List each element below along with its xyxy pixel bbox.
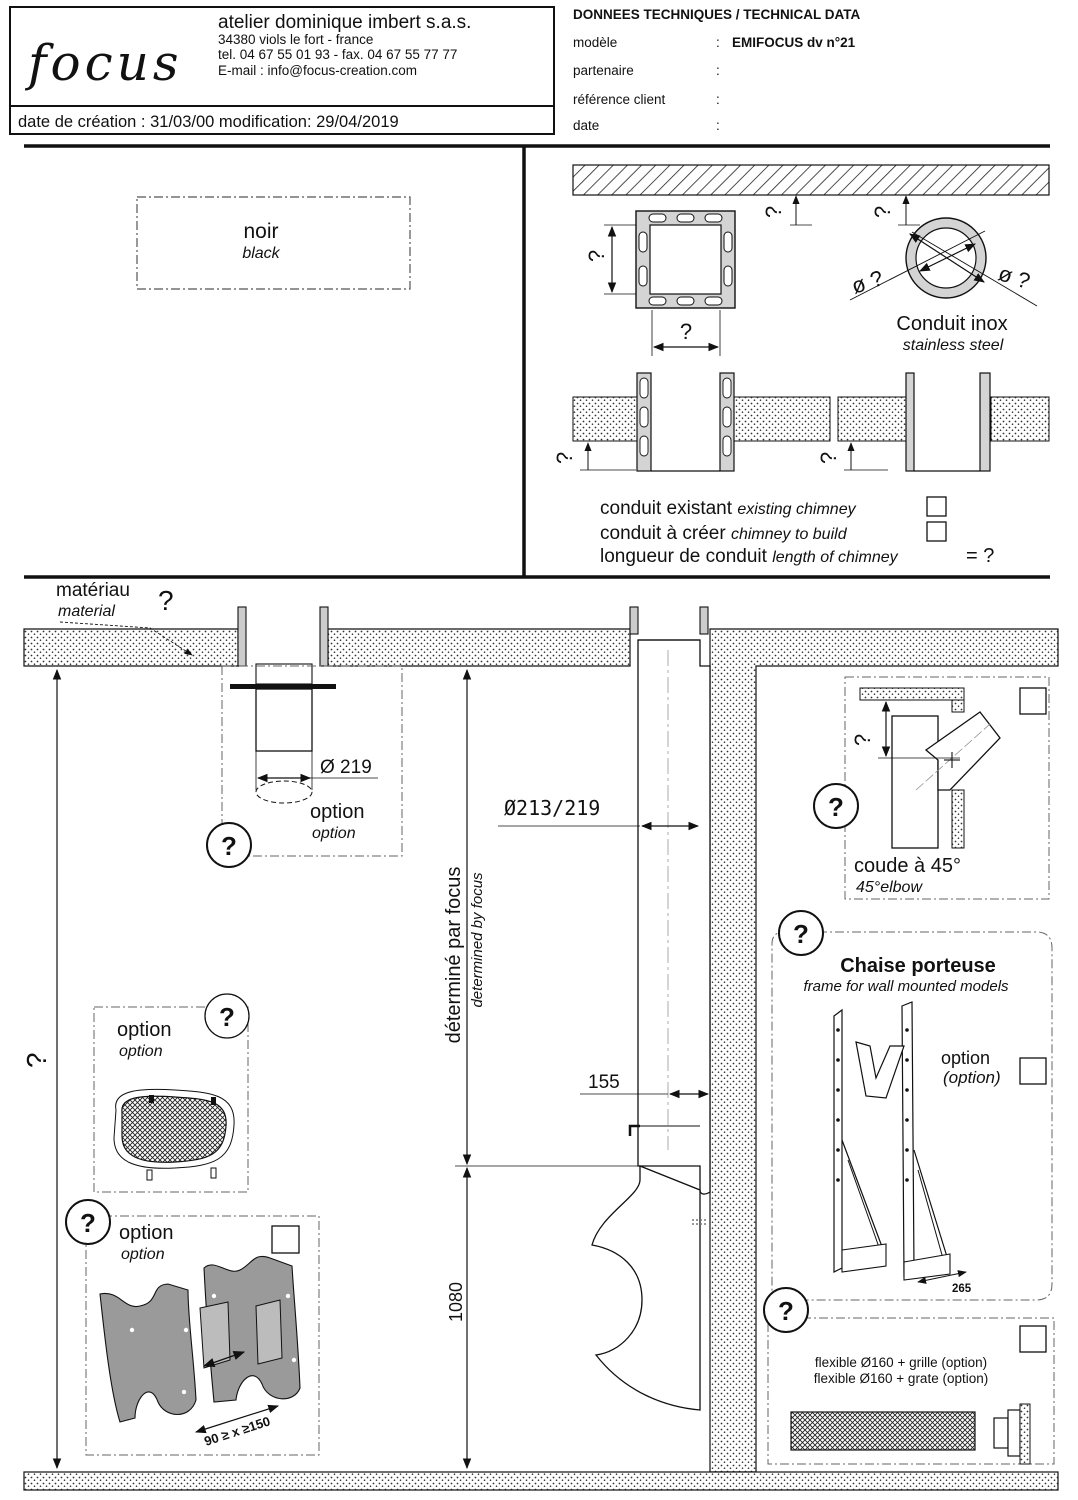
determined-label-en: determined by focus [469, 872, 486, 1008]
technical-title: DONNEES TECHNIQUES / TECHNICAL DATA [573, 7, 861, 22]
pipe-diameter: Ø213/219 [504, 796, 600, 820]
question-marker[interactable]: ? [206, 822, 252, 868]
tech-colon: : [716, 35, 720, 50]
roof-crossing: ? ? [552, 372, 1050, 472]
svg-text:?: ? [828, 792, 844, 822]
round-label: Conduit inox [896, 313, 1007, 335]
svg-text:option: option [119, 1043, 163, 1060]
material-label: matériau [56, 580, 130, 601]
diameter-219: Ø 219 [320, 757, 372, 778]
square-duct: ? ? [584, 210, 736, 356]
tech-label-partner: partenaire [573, 63, 634, 78]
dim-155: 155 [588, 1072, 620, 1093]
svg-text:?: ? [584, 250, 609, 262]
svg-text:?: ? [761, 206, 786, 218]
svg-text:?: ? [552, 452, 577, 464]
svg-text:conduit à créer chimney to bui: conduit à créer chimney to build [600, 523, 848, 544]
flexible-grille: ? flexible Ø160 + grille (option) flexib… [763, 1287, 1055, 1465]
svg-text:?: ? [680, 319, 692, 344]
svg-text:option: option [941, 1048, 990, 1068]
determined-label: déterminé par focus [443, 867, 465, 1044]
tech-colon: : [716, 63, 720, 78]
material-label-en: material [58, 603, 115, 620]
svg-text:ø ?: ø ? [995, 260, 1033, 294]
flexible-grille-text: flexible Ø160 + grille (option) [815, 1355, 987, 1370]
elbow-label: coude à 45° [854, 855, 961, 877]
svg-text:longueur de conduit length of: longueur de conduit length of chimney [600, 546, 899, 567]
flexible-checkbox[interactable] [1019, 1325, 1047, 1353]
chimney-legend: conduit existant existing chimney condui… [600, 496, 994, 567]
elbow-checkbox[interactable] [1019, 687, 1047, 715]
height-1080: 1080 [446, 1282, 466, 1322]
company-email: E-mail : info@focus-creation.com [218, 63, 417, 78]
svg-text:?: ? [21, 1052, 52, 1068]
svg-text:conduit existant existing chim: conduit existant existing chimney [600, 498, 857, 519]
tech-value-model: EMIFOCUS dv n°21 [732, 35, 856, 50]
svg-text:option: option [117, 1019, 172, 1041]
question-marker[interactable]: ? [763, 1287, 809, 1333]
svg-text:?: ? [778, 1296, 794, 1326]
svg-text:?: ? [870, 206, 895, 218]
svg-text:?: ? [793, 919, 809, 949]
question-marker[interactable]: ? [813, 783, 859, 829]
company-address: 34380 viols le fort - france [218, 32, 373, 47]
svg-text:(option): (option) [943, 1068, 1001, 1087]
svg-text:?: ? [219, 1002, 235, 1032]
chimney-section: ? ? ? ? ø ? ø ? Conduit inox stainless s… [552, 164, 1050, 567]
chimney-length-value: = ? [966, 545, 994, 567]
color-box: noir black [136, 196, 411, 290]
round-duct: ? ø ? ø ? Conduit inox stainless steel [848, 195, 1038, 354]
chaise-checkbox[interactable] [1019, 1057, 1047, 1085]
svg-text:option: option [121, 1246, 165, 1263]
flexible-grate-text: flexible Ø160 + grate (option) [814, 1371, 988, 1386]
color-en: black [242, 245, 280, 262]
option-grille: option option ? [93, 993, 250, 1193]
tech-label-ref: référence client [573, 92, 666, 107]
question-marker[interactable]: ? [204, 993, 250, 1039]
plates-checkbox[interactable] [271, 1225, 300, 1254]
chaise-title: Chaise porteuse [840, 955, 996, 977]
question-marker[interactable]: ? [778, 910, 824, 956]
round-label-en: stainless steel [903, 337, 1004, 354]
header: focus atelier dominique imbert s.a.s. 34… [9, 6, 861, 135]
svg-text:option: option [119, 1222, 174, 1244]
question-marker[interactable]: ? [65, 1199, 111, 1245]
svg-text:option: option [310, 801, 365, 823]
color-fr: noir [243, 220, 278, 243]
tech-colon: : [716, 118, 720, 133]
svg-text:?: ? [158, 585, 174, 616]
elbow-45: ? ? coude à 45° 45°elbow [813, 676, 1050, 900]
tech-label-model: modèle [573, 35, 617, 50]
chaise-subtitle: frame for wall mounted models [803, 978, 1009, 995]
installation-drawing: matériau material ? Ø 219 option option … [21, 580, 1059, 1491]
company-name: atelier dominique imbert s.a.s. [218, 12, 471, 33]
tech-label-date: date [573, 118, 599, 133]
option-plates: ? option option 90 ≥ x ≥150 [65, 1199, 320, 1456]
tech-colon: : [716, 92, 720, 107]
existing-chimney-checkbox[interactable] [926, 496, 947, 517]
elbow-label-en: 45°elbow [856, 879, 923, 896]
svg-text:ø ?: ø ? [848, 265, 886, 299]
svg-text:?: ? [850, 734, 875, 746]
dim-265: 265 [952, 1283, 972, 1295]
company-phone: tel. 04 67 55 01 93 - fax. 04 67 55 77 7… [218, 47, 457, 62]
svg-text:?: ? [816, 452, 841, 464]
chimney-to-build-checkbox[interactable] [926, 521, 947, 542]
svg-text:option: option [312, 825, 356, 842]
svg-text:?: ? [80, 1208, 96, 1238]
logo: focus [24, 34, 182, 92]
svg-text:?: ? [221, 831, 237, 861]
chaise-porteuse: ? Chaise porteuse frame for wall mounted… [771, 910, 1053, 1301]
creation-dates: date de création : 31/03/00 modification… [18, 113, 399, 131]
